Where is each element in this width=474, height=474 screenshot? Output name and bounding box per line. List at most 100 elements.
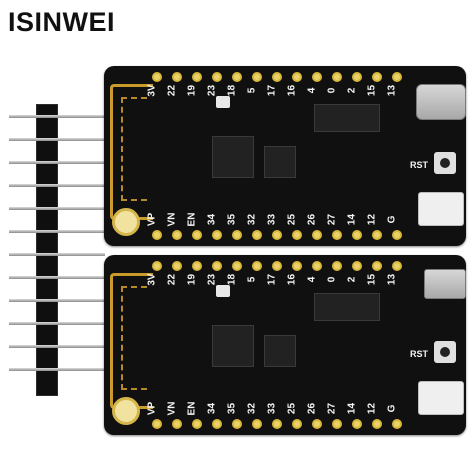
header-pin <box>9 230 105 233</box>
solder-pad <box>212 261 222 271</box>
usb-c-port <box>416 84 466 120</box>
regulator-chip <box>264 146 296 178</box>
pin-label: 19 <box>186 273 198 286</box>
solder-pad <box>172 419 182 429</box>
pin-label: G <box>386 404 398 413</box>
solder-pad <box>212 72 222 82</box>
header-pin <box>9 345 105 348</box>
header-pin <box>9 322 105 325</box>
pcb-antenna <box>110 273 153 409</box>
pin-label: 3V <box>146 84 158 97</box>
pin-label: 12 <box>366 402 378 415</box>
solder-pad <box>152 72 162 82</box>
pin-label: EN <box>186 212 198 227</box>
solder-pad <box>332 261 342 271</box>
solder-pad <box>232 230 242 240</box>
pin-label: 22 <box>166 84 178 97</box>
mcu-chip <box>212 136 254 178</box>
solder-pad <box>152 230 162 240</box>
pad-row-bottom <box>152 419 402 429</box>
solder-pad <box>192 230 202 240</box>
usb-serial-chip <box>314 104 380 132</box>
pin-label: 17 <box>266 273 278 286</box>
pin-label: 2 <box>346 87 358 94</box>
pin-label: 32 <box>246 402 258 415</box>
pin-label: 17 <box>266 84 278 97</box>
solder-pad <box>172 261 182 271</box>
pin-label: 3V <box>146 273 158 286</box>
pin-label: EN <box>186 401 198 416</box>
pin-label: 27 <box>326 213 338 226</box>
solder-pad <box>352 419 362 429</box>
pin-label: 18 <box>226 273 238 286</box>
pin-label: 32 <box>246 213 258 226</box>
pin-label: 16 <box>286 84 298 97</box>
header-pin <box>9 138 105 141</box>
pin-label: 0 <box>326 87 338 94</box>
solder-pad <box>152 419 162 429</box>
solder-pad <box>332 230 342 240</box>
header-pin <box>9 368 105 371</box>
solder-pad <box>252 72 262 82</box>
solder-pad <box>372 419 382 429</box>
pad-row-top <box>152 72 402 82</box>
solder-pad <box>372 230 382 240</box>
pin-label: 2 <box>346 276 358 283</box>
solder-pad <box>292 261 302 271</box>
pin-label: 5 <box>246 276 258 283</box>
pin-header-strip <box>9 104 105 396</box>
solder-pad <box>192 261 202 271</box>
solder-pad <box>252 419 262 429</box>
reset-label: RST <box>410 349 428 359</box>
header-pin <box>9 184 105 187</box>
pin-label: 4 <box>306 87 318 94</box>
solder-pad <box>252 261 262 271</box>
solder-pad <box>272 261 282 271</box>
solder-pad <box>232 261 242 271</box>
pin-label: 34 <box>206 402 218 415</box>
pad-row-bottom <box>152 230 402 240</box>
solder-pad <box>192 72 202 82</box>
battery-connector <box>418 192 464 226</box>
pin-label: 15 <box>366 84 378 97</box>
solder-pad <box>272 72 282 82</box>
pin-label: 25 <box>286 213 298 226</box>
pin-label: 25 <box>286 402 298 415</box>
brand-name: ISINWEI <box>8 7 116 37</box>
pin-label: 16 <box>286 273 298 286</box>
pad-row-top <box>152 261 402 271</box>
pin-label: 5 <box>246 87 258 94</box>
mcu-chip <box>212 325 254 367</box>
solder-pad <box>392 419 402 429</box>
pin-label: 12 <box>366 213 378 226</box>
led <box>216 285 230 297</box>
pin-label: 35 <box>226 213 238 226</box>
pcb-antenna <box>110 84 153 220</box>
solder-pad <box>372 261 382 271</box>
usb-serial-chip <box>314 293 380 321</box>
pin-label: 0 <box>326 276 338 283</box>
mount-hole <box>112 397 140 425</box>
solder-pad <box>272 230 282 240</box>
solder-pad <box>232 72 242 82</box>
regulator-chip <box>264 335 296 367</box>
solder-pad <box>352 261 362 271</box>
header-pin <box>9 161 105 164</box>
pin-label: 14 <box>346 402 358 415</box>
solder-pad <box>252 230 262 240</box>
header-pin <box>9 299 105 302</box>
pin-label: VN <box>166 401 178 416</box>
solder-pad <box>352 230 362 240</box>
solder-pad <box>172 72 182 82</box>
solder-pad <box>152 261 162 271</box>
solder-pad <box>292 419 302 429</box>
solder-pad <box>312 72 322 82</box>
solder-pad <box>212 230 222 240</box>
reset-button <box>434 341 456 363</box>
pin-label: 33 <box>266 402 278 415</box>
pin-label: 35 <box>226 402 238 415</box>
solder-pad <box>372 72 382 82</box>
